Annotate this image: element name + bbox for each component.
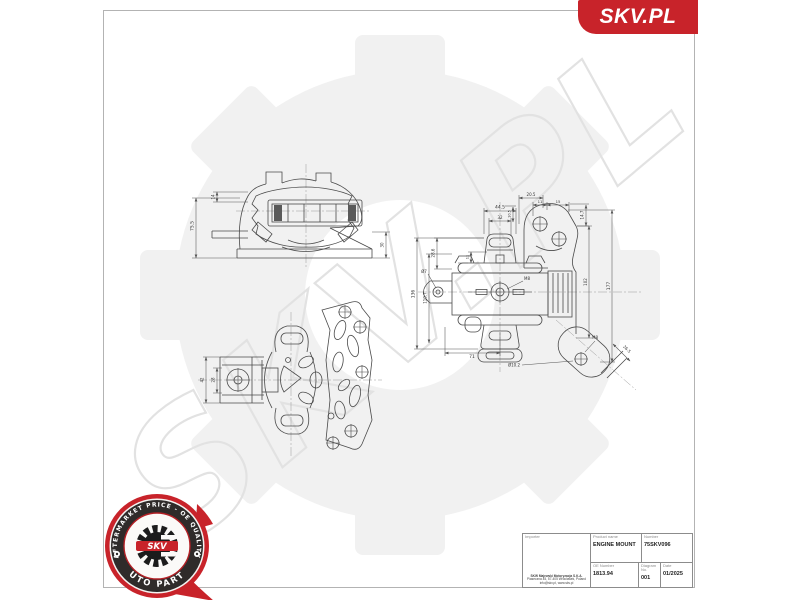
dimension-label: 14 (211, 194, 216, 200)
dimension-label: 110.7 (423, 292, 428, 304)
dimension-label: 11 (538, 199, 543, 204)
title-block-product-cell: Product name ENGINE MOUNT (590, 533, 642, 563)
dimension-label: 75.5 (190, 221, 196, 231)
diagram-no-value: 001 (641, 575, 651, 581)
title-block-oe-cell: OE Number 1813.94 (590, 562, 639, 588)
dimension-label: 102 (583, 278, 588, 286)
part-number-label: Number (644, 534, 659, 539)
dimension-label: 15 (556, 199, 561, 204)
dimension-label: 28.6 (431, 248, 436, 257)
drawing-frame (103, 10, 695, 588)
dimension-label: Ø7 (421, 269, 427, 274)
product-name-value: ENGINE MOUNT (593, 542, 636, 548)
dimension-label: 71 (469, 354, 475, 360)
dimension-label: M8 (592, 335, 598, 340)
dimension-label: 177 (606, 282, 612, 291)
dimension-label: Ø10.2 (508, 363, 521, 368)
watermark-gear-icon (140, 35, 660, 555)
dimension-label: 30 (380, 242, 385, 248)
view-front: 75.5 14 30 (190, 164, 390, 268)
view-plan: 44.5 32 20.5 11 15 14.7 10.5 28.6 11 136… (411, 192, 642, 391)
oe-number-value: 1813.94 (593, 571, 613, 577)
title-block-number-cell: Number 75SKV096 (641, 533, 693, 563)
dimension-label: 28 (211, 377, 216, 383)
badge-center-text: SKV (147, 542, 168, 552)
product-name-label: Product name (593, 534, 618, 539)
dimension-label: 14.7 (580, 210, 585, 219)
title-block-date-cell: Date 01/2025 (660, 562, 693, 588)
skv-logo-text: SKV.PL (599, 5, 677, 28)
importer-contact: info@skv.pl, www.skv.pl (539, 581, 574, 586)
title-block-diagram-cell: Diagram No. 001 (638, 562, 661, 588)
date-label: Date (663, 563, 672, 568)
badge-skv-band (136, 541, 178, 551)
dimension-label: 11 (466, 255, 470, 259)
view-bottom: 42 28 (198, 301, 382, 458)
importer-label: Importer (525, 534, 540, 539)
skv-logo-banner: SKV.PL (578, 0, 698, 34)
date-value: 01/2025 (663, 571, 683, 577)
oe-number-label: OE Number (593, 563, 615, 568)
title-block-importer-cell: Importer SKW Majewski Motoryzacja S.K.A.… (522, 533, 591, 588)
importer-address: SKW Majewski Motoryzacja S.K.A. Piaseczn… (523, 573, 590, 586)
dimension-label: 10.5 (508, 210, 512, 218)
part-number-value: 75SKV096 (644, 542, 671, 548)
dimension-label: 32 (497, 215, 503, 220)
importer-street: Piaseczna 45, 57-405 Wroclawek, Poland (527, 577, 586, 582)
importer-company: SKW Majewski Motoryzacja S.K.A. (530, 573, 583, 578)
dimension-label: M8 (524, 276, 530, 281)
dimension-label: 20.5 (527, 192, 536, 197)
dimension-label: 42 (200, 377, 205, 383)
dimension-label: 136 (411, 290, 417, 299)
diagram-no-label: Diagram No. (641, 563, 657, 572)
skv-badge: AFTERMARKET PRICE - OE QUALITY AUTO PART… (105, 494, 214, 601)
title-block: Importer SKW Majewski Motoryzacja S.K.A.… (522, 533, 693, 588)
dimension-label: 44.5 (495, 205, 505, 211)
dimension-label: 26.5 (622, 344, 632, 354)
